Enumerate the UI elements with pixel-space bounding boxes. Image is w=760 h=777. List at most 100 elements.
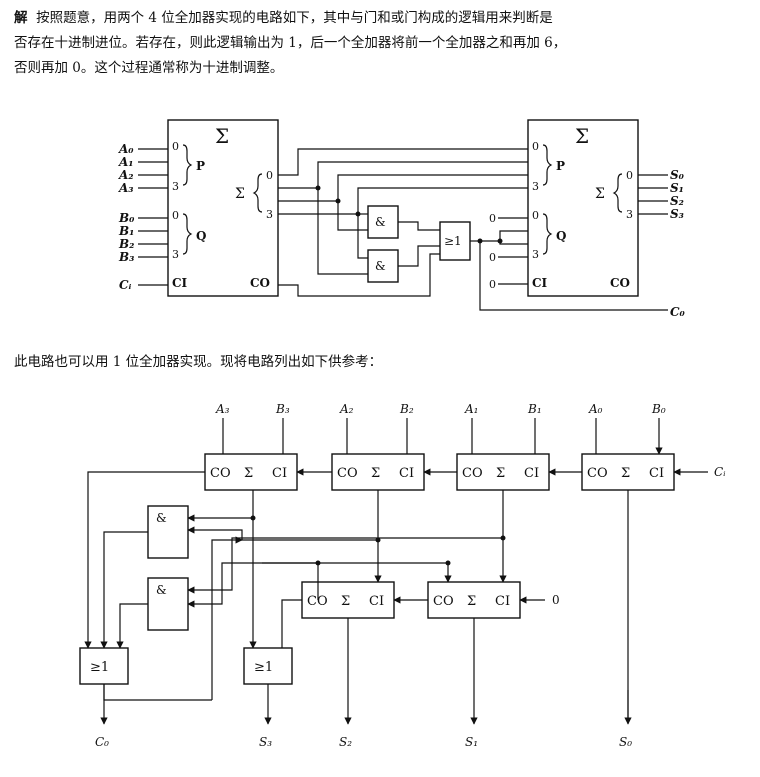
d2-input-b3: B₃ [275,402,290,416]
d2-output-s1: S₁ [465,735,478,749]
d2-c1-co: CO [433,594,454,609]
d2-a0-ci: CI [649,466,664,481]
d2-and-gate-2 [147,577,189,631]
d2-input-b1: B₁ [527,402,542,416]
d2-a3-sigma: Σ [244,466,253,481]
d2-and-2-label: & [156,583,167,597]
d1-and-1-label: & [375,215,386,229]
input-b3: B₃ [118,250,134,264]
output-s3: S₃ [670,207,684,221]
d2-corr-labels: CO Σ CI CO Σ CI [307,594,510,609]
d2-a2-co: CO [337,466,358,481]
input-a0: A₀ [118,142,134,156]
output-s1: S₁ [670,181,684,195]
d2-and-1-label: & [156,511,167,525]
d2-a1-ci: CI [524,466,539,481]
adder2-sum-sigma: Σ [595,186,605,202]
adder2-p0: 0 [532,140,539,153]
adder1-sigma: Σ [215,124,229,148]
second-paragraph: 此电路也可以用 1 位全加器实现。现将电路列出如下供参考： [14,350,750,375]
d2-adder-corr-bit1 [427,581,521,619]
d2-a0-sigma: Σ [621,466,630,481]
adder1-sum-sigma: Σ [235,186,245,202]
d2-output-s2: S₂ [339,735,352,749]
adder2-Q-label: Q [556,229,566,243]
d1-or-gate [439,221,471,261]
diagram1: Σ 0 3 P 0 3 Q CI CO Σ 0 3 A₀ A₁ A₂ A₃ B₀… [118,119,686,319]
input-a3: A₃ [118,181,134,195]
adder2-s3: 3 [626,208,633,221]
adder1-q3: 3 [172,248,179,261]
adder1-co-label: CO [250,276,270,290]
input-b2: B₂ [118,237,134,251]
input-a2: A₂ [118,168,134,182]
d2-adder-bit1 [456,453,550,491]
d2-and-gate-1 [147,505,189,559]
d2-a3-ci: CI [272,466,287,481]
d1-and-gate-2 [367,249,399,283]
d1-and-gate-1 [367,205,399,239]
d2-adder-labels: CO Σ CI CO Σ CI CO Σ CI CO Σ CI [210,466,664,481]
adder2-co-label: CO [610,276,630,290]
adder2-q0: 0 [532,209,539,222]
d2-or-gate-carry [79,647,129,685]
d2-a1-co: CO [462,466,483,481]
input-a1: A₁ [118,155,134,169]
adder1-s0: 0 [266,169,273,182]
adder2-p3: 3 [532,180,539,193]
adder1-q0: 0 [172,209,179,222]
d2-output-s0: S₀ [619,735,632,749]
input-b1: B₁ [118,224,134,238]
d2-a3-co: CO [210,466,231,481]
adder1-Q-label: Q [196,229,206,243]
adder2-sigma: Σ [575,124,589,148]
input-b0: B₀ [118,211,135,225]
d2-c2-ci: CI [369,594,384,609]
solution-mark: 解 [14,10,28,26]
intro-paragraph: 解 按照题意，用两个 4 位全加器实现的电路如下，其中与门和或门构成的逻辑用来判… [14,6,750,81]
d2-input-b2: B₂ [399,402,414,416]
diagram2: A₃ B₃ A₂ B₂ A₁ B₁ A₀ B₀ CO Σ CI CO Σ CI … [79,402,726,749]
d1-const-q3: 0 [489,251,496,264]
d2-a2-sigma: Σ [371,466,380,481]
d2-output-s3: S₃ [259,735,272,749]
adder2-s0: 0 [626,169,633,182]
adder1-s3: 3 [266,208,273,221]
output-s0: S₀ [670,168,685,182]
adder1-P-label: P [196,159,205,173]
d2-c2-sigma: Σ [341,594,350,609]
adder2-q3: 3 [532,248,539,261]
d2-c1-sigma: Σ [467,594,476,609]
d2-input-a0: A₀ [588,402,603,416]
output-s2: S₂ [670,194,684,208]
diagram1-inputs: A₀ A₁ A₂ A₃ B₀ B₁ B₂ B₃ Cᵢ [118,142,135,292]
para2-text: 此电路也可以用 1 位全加器实现。现将电路列出如下供参考： [14,354,383,370]
diagram1-outputs: S₀ S₁ S₂ S₃ C₀ [670,168,686,319]
adder1-p3: 3 [172,180,179,193]
adder2-P-label: P [556,159,565,173]
d2-or-gate-s3 [243,647,293,685]
d1-const-ci: 0 [489,278,496,291]
d2-input-a2: A₂ [339,402,354,416]
d2-a2-ci: CI [399,466,414,481]
d2-c2-co: CO [307,594,328,609]
diagram2-top-inputs: A₃ B₃ A₂ B₂ A₁ B₁ A₀ B₀ [215,402,666,416]
d2-or-carry-label: ≥1 [90,660,109,675]
input-ci: Cᵢ [119,278,132,292]
d2-zero-input: 0 [552,593,560,607]
output-c0: C₀ [670,305,686,319]
d1-or-label: ≥1 [444,234,462,248]
d1-and-2-label: & [375,259,386,273]
adder1-p0: 0 [172,140,179,153]
d1-const-q0: 0 [489,212,496,225]
d2-ci-input: Cᵢ [714,465,726,479]
d2-a1-sigma: Σ [496,466,505,481]
d2-input-a3: A₃ [215,402,230,416]
d2-c1-ci: CI [495,594,510,609]
d2-adder-bit3 [204,453,298,491]
d2-a0-co: CO [587,466,608,481]
diagram2-outputs: C₀ S₃ S₂ S₁ S₀ [95,735,632,749]
d2-output-c0: C₀ [95,735,109,749]
adder1-ci-label: CI [172,276,188,290]
